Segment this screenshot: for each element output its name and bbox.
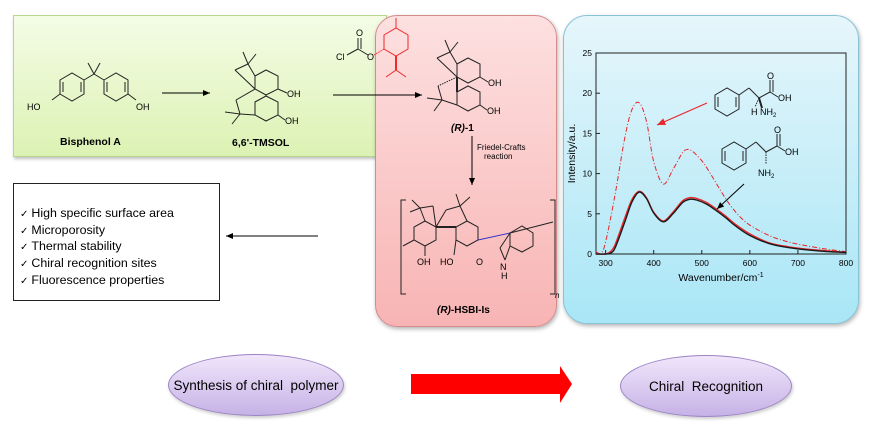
precursor-synthesis-panel [13,15,387,157]
polymer-ho-label: HO [440,257,454,267]
polymer-n-label: N [500,262,507,272]
series-line-2 [595,191,847,255]
x-tick-label: 500 [695,258,709,268]
x-tick-label: 800 [839,258,853,268]
chiral-polymer-panel [375,15,557,327]
recognition-step-label: Chiral Recognition [648,378,764,394]
l-phe-o-label: O [767,71,774,81]
polymer-h-label: H [501,271,508,281]
r1-label: (R)-1 [451,123,474,134]
y-tick-label: 10 [583,169,593,179]
d-phe-o-label: O [774,125,781,135]
l-phenylalanine-structure [714,80,779,117]
check-icon: ✓ [20,209,29,220]
check-icon: ✓ [20,275,29,287]
plot-frame [595,52,847,255]
y-tick-label: 0 [587,249,592,259]
r1-oh-1: OH [488,78,502,88]
polymer-label: (R)-HSBI-Is [437,305,490,316]
tmsol-structure [224,51,288,125]
d-phenylalanine-structure [721,134,786,171]
series-line-0 [595,101,847,255]
series-line-1 [595,190,847,255]
l-phe-pointer-arrow [656,102,708,126]
l-phe-nh2-label: NH2 [760,107,777,119]
check-icon: ✓ [20,242,29,254]
y-tick-label: 5 [587,209,592,219]
check-icon: ✓ [20,259,29,271]
properties-list: ✓High specific surface area ✓Microporosi… [20,206,174,290]
properties-box: ✓High specific surface area ✓Microporosi… [13,183,220,301]
synthesis-step-ellipse: Synthesis of chiral polymer [168,354,344,416]
tmsol-label: 6,6'-TMSOL [232,137,290,149]
property-item: ✓Thermal stability [20,239,122,254]
y-axis-label: Intensity/a.u. [566,124,578,184]
y-tick-label: 25 [583,48,593,58]
bisphenol-a-structure [51,62,137,102]
l-phe-oh-label: OH [778,93,792,103]
reagent-ester-o-label: O [367,52,374,62]
r1-structure [426,39,489,112]
property-item: ✓High specific surface area [20,206,174,220]
property-item: ✓Microporosity [20,222,106,237]
y-tick-label: 20 [583,88,593,98]
polymer-carbonyl-o-label: O [476,257,483,267]
x-tick-label: 700 [791,258,805,268]
r1-oh-2: OH [487,106,501,116]
tmsol-oh-2: OH [285,116,299,126]
recognition-step-ellipse: Chiral Recognition [620,355,792,417]
fluorescence-chart-panel [563,15,859,324]
tmsol-oh-1: OH [287,89,301,99]
reagent-carbonyl-o-label: O [356,28,363,38]
flow-arrow [411,366,572,403]
d-phe-pointer-arrow [716,183,745,210]
bisphenol-a-label: Bisphenol A [60,136,121,148]
friedel-crafts-label-1: Friedel-Crafts [477,143,525,152]
l-phe-h-label: H [751,107,758,117]
polymer-repeat-n: n [555,291,560,300]
x-tick-label: 300 [599,258,613,268]
x-axis-label: Wavenumber/cm-1 [678,272,763,284]
friedel-crafts-label-2: reaction [484,152,512,161]
polymer-oh-label: OH [417,257,431,267]
hsbi-is-polymer-structure [400,193,556,295]
bisphenol-oh-label: OH [136,102,150,112]
property-item: ✓Chiral recognition sites [20,256,157,271]
check-icon: ✓ [20,225,29,237]
synthesis-step-label: Synthesis of chiral polymer [173,377,339,393]
d-phe-oh-label: OH [785,147,799,157]
bisphenol-ho-label: HO [27,102,41,112]
x-tick-label: 400 [647,258,661,268]
x-tick-label: 600 [743,258,757,268]
property-item: ✓Fluorescence properties [20,272,165,287]
menthyl-chloroformate-structure [346,18,409,78]
y-tick-label: 15 [583,128,593,138]
d-phe-nh2-label: NH2 [758,168,775,180]
reagent-cl-label: Cl [336,52,345,62]
